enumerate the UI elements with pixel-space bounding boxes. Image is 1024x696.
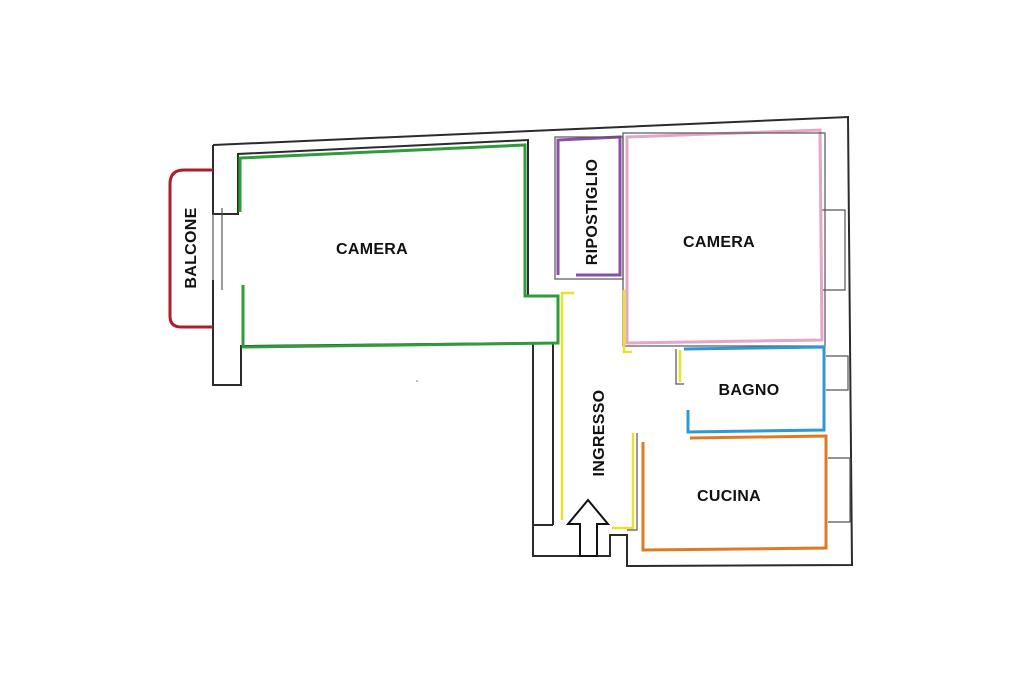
ingresso-outline-right — [622, 290, 632, 354]
room-ripostiglio: RIPOSTIGLIO — [554, 135, 624, 280]
bagno-outline — [683, 345, 826, 434]
camera-right-outline — [625, 128, 824, 345]
camera-left-outline — [238, 143, 560, 349]
exterior-walls — [212, 115, 854, 568]
room-camera-left: CAMERA — [238, 143, 560, 349]
stray-dot — [416, 380, 418, 382]
ingresso-outline-right-lower — [612, 433, 635, 530]
arrow-up-icon — [565, 498, 611, 557]
room-balcone: BALCONE — [168, 168, 213, 329]
ripostiglio-label: RIPOSTIGLIO — [584, 159, 601, 265]
room-cucina: CUCINA — [627, 433, 828, 552]
cucina-outline — [641, 434, 828, 552]
camera-right-label: CAMERA — [683, 234, 755, 251]
balcone-label: BALCONE — [183, 207, 200, 288]
room-ingresso: INGRESSO — [560, 290, 682, 530]
room-bagno: BAGNO — [675, 345, 826, 434]
bagno-label: BAGNO — [718, 382, 779, 399]
ingresso-outline-left — [560, 291, 574, 520]
camera-left-label: CAMERA — [336, 241, 408, 258]
ingresso-label: INGRESSO — [591, 390, 608, 477]
cucina-label: CUCINA — [697, 488, 761, 505]
room-camera-right: CAMERA — [622, 128, 826, 347]
balcone-outline — [168, 168, 213, 329]
